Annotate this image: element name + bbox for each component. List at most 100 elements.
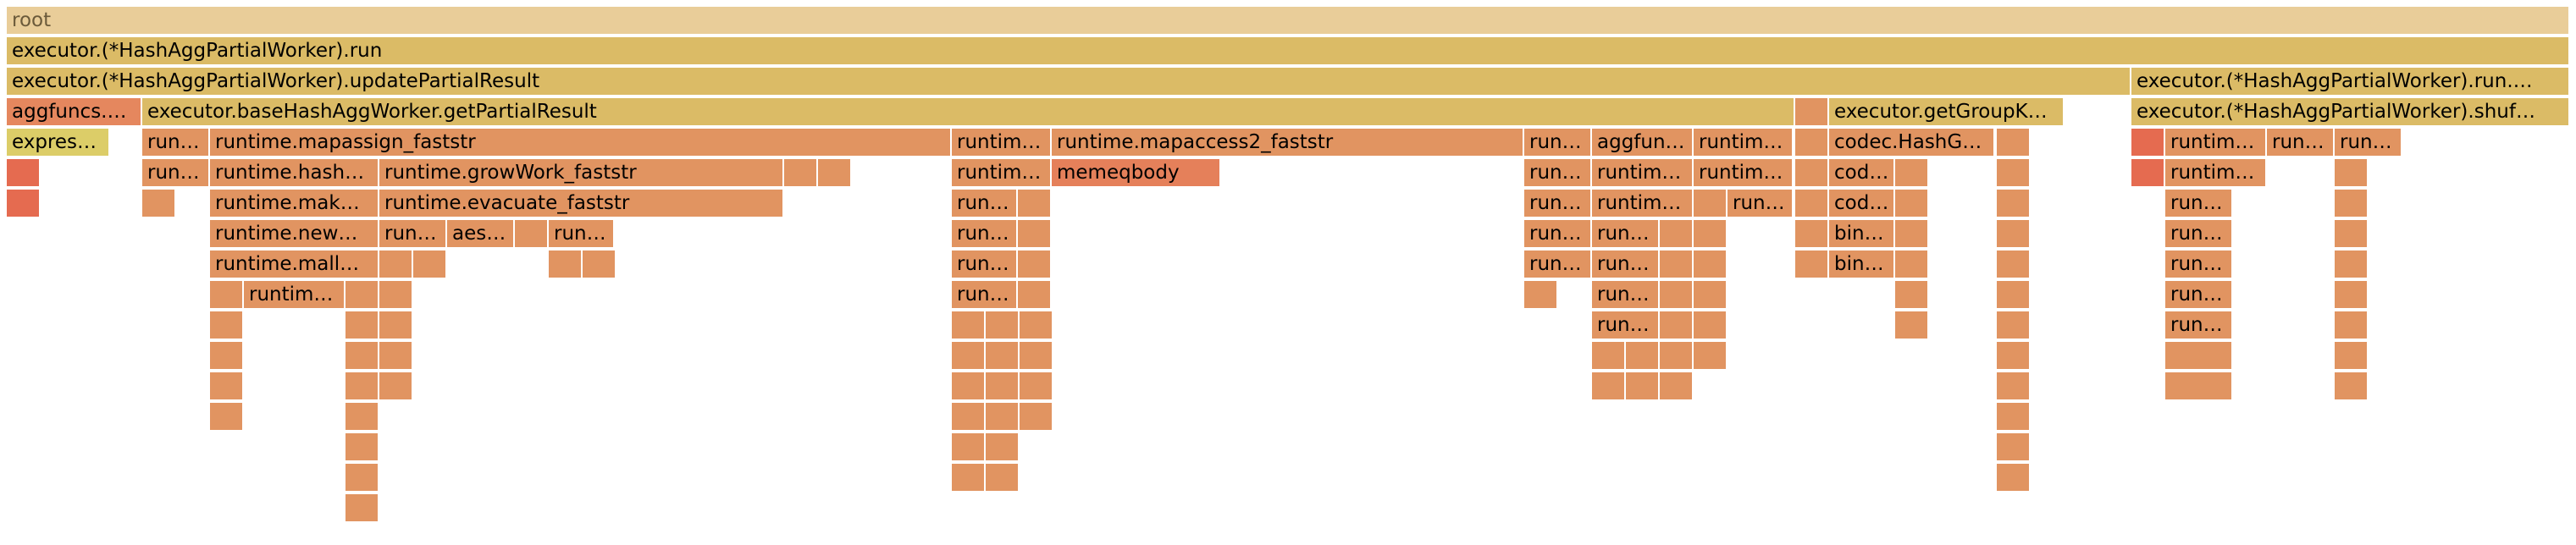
flame-frame[interactable] — [952, 464, 986, 493]
flame-frame[interactable]: run… — [142, 129, 210, 157]
flame-frame[interactable]: aes… — [447, 220, 515, 249]
flame-frame[interactable] — [986, 403, 1020, 432]
flame-frame[interactable]: run… — [1524, 220, 1592, 249]
flame-frame[interactable]: run… — [2165, 220, 2233, 249]
flame-frame[interactable] — [345, 311, 379, 340]
flame-frame[interactable]: run… — [1727, 190, 1794, 218]
flame-frame[interactable]: runtime.growWork_faststr — [379, 159, 784, 188]
flame-frame[interactable] — [1795, 159, 1829, 188]
flame-frame[interactable] — [379, 311, 413, 340]
flame-frame[interactable] — [1694, 190, 1727, 218]
flame-frame[interactable] — [2131, 159, 2165, 188]
flame-frame[interactable]: runtime.hash… — [210, 159, 379, 188]
flame-frame[interactable] — [1895, 281, 1929, 310]
flame-frame[interactable]: runtim… — [952, 129, 1052, 157]
flame-frame[interactable]: cod… — [1829, 190, 1895, 218]
flame-frame[interactable] — [1997, 220, 2031, 249]
flame-frame[interactable] — [2335, 159, 2369, 188]
flame-frame[interactable] — [2335, 342, 2369, 371]
flame-frame[interactable] — [1895, 190, 1929, 218]
flame-frame[interactable] — [1997, 190, 2031, 218]
flame-frame[interactable] — [1018, 281, 1052, 310]
flame-frame[interactable] — [1524, 281, 1558, 310]
flame-frame[interactable]: run… — [1524, 190, 1592, 218]
flame-frame[interactable]: runtime.evacuate_faststr — [379, 190, 784, 218]
flame-frame[interactable] — [1660, 281, 1694, 310]
flame-frame[interactable] — [142, 190, 176, 218]
flame-frame[interactable]: run… — [1592, 311, 1660, 340]
flame-frame[interactable] — [1660, 250, 1694, 279]
flame-frame[interactable] — [1592, 372, 1626, 401]
flame-frame[interactable] — [210, 311, 244, 340]
flame-frame[interactable] — [1020, 342, 1053, 371]
flame-frame[interactable]: runtim… — [1694, 159, 1794, 188]
flame-frame[interactable] — [515, 220, 549, 249]
flame-frame[interactable] — [784, 159, 818, 188]
flame-frame[interactable] — [1020, 372, 1053, 401]
flame-frame[interactable]: run… — [1524, 129, 1592, 157]
flame-frame[interactable] — [1018, 190, 1052, 218]
flame-frame[interactable] — [379, 372, 413, 401]
flame-frame[interactable]: run… — [2165, 190, 2233, 218]
flame-frame[interactable] — [2335, 190, 2369, 218]
flame-frame[interactable] — [1694, 220, 1727, 249]
flame-frame[interactable] — [2335, 311, 2369, 340]
flame-frame[interactable]: run… — [2267, 129, 2335, 157]
flame-frame[interactable]: cod… — [1829, 159, 1895, 188]
flame-frame[interactable] — [2335, 281, 2369, 310]
flame-frame[interactable]: runtime.new… — [210, 220, 379, 249]
flame-frame[interactable] — [952, 311, 986, 340]
flame-frame[interactable] — [2335, 220, 2369, 249]
flame-frame[interactable] — [986, 372, 1020, 401]
flame-frame[interactable] — [1997, 433, 2031, 462]
flame-frame[interactable] — [1795, 129, 1829, 157]
flame-frame[interactable] — [1795, 190, 1829, 218]
flame-frame[interactable] — [952, 372, 986, 401]
flame-frame[interactable] — [986, 342, 1020, 371]
flame-frame[interactable] — [210, 403, 244, 432]
flame-frame[interactable] — [952, 403, 986, 432]
flame-frame[interactable]: run… — [1592, 281, 1660, 310]
flame-frame[interactable]: runtim… — [1694, 129, 1794, 157]
flame-frame[interactable]: executor.baseHashAggWorker.getPartialRes… — [142, 98, 1795, 127]
flame-frame[interactable] — [1795, 250, 1829, 279]
flame-frame[interactable]: runtim… — [2165, 159, 2267, 188]
flame-frame[interactable]: aggfuncs.… — [7, 98, 142, 127]
flame-frame[interactable] — [1626, 342, 1660, 371]
flame-frame[interactable] — [1018, 250, 1052, 279]
flame-frame[interactable]: bin… — [1829, 250, 1895, 279]
flame-frame[interactable]: run… — [2165, 250, 2233, 279]
flame-frame[interactable]: executor.(*HashAggPartialWorker).shuf… — [2131, 98, 2570, 127]
flame-frame[interactable] — [345, 433, 379, 462]
flame-frame[interactable]: runtim… — [1592, 190, 1694, 218]
flame-frame[interactable]: runtim… — [2165, 129, 2267, 157]
flame-frame[interactable] — [1895, 311, 1929, 340]
flame-frame[interactable] — [1592, 342, 1626, 371]
flame-frame[interactable] — [345, 281, 379, 310]
flame-frame[interactable] — [379, 342, 413, 371]
flame-frame[interactable] — [2165, 372, 2233, 401]
flame-frame[interactable] — [210, 372, 244, 401]
flame-frame[interactable] — [549, 250, 583, 279]
flame-frame[interactable]: memeqbody — [1052, 159, 1221, 188]
flame-frame[interactable] — [952, 433, 986, 462]
flame-frame[interactable]: bin… — [1829, 220, 1895, 249]
flame-frame[interactable] — [1694, 342, 1727, 371]
flame-frame[interactable]: executor.(*HashAggPartialWorker).run — [7, 37, 2570, 66]
flame-frame[interactable]: runtim… — [952, 159, 1052, 188]
flame-frame[interactable]: run… — [2165, 311, 2233, 340]
flame-frame[interactable] — [7, 159, 41, 188]
flame-frame[interactable]: run… — [2335, 129, 2402, 157]
flame-frame[interactable]: run… — [142, 159, 210, 188]
flame-frame[interactable] — [2335, 250, 2369, 279]
flame-frame[interactable] — [379, 250, 413, 279]
flame-frame[interactable] — [1997, 464, 2031, 493]
flame-frame[interactable]: runtim… — [1592, 159, 1694, 188]
flame-frame[interactable]: run… — [952, 190, 1018, 218]
flame-frame[interactable] — [345, 494, 379, 523]
flame-frame[interactable]: runtime.mapaccess2_faststr — [1052, 129, 1524, 157]
flame-frame[interactable]: run… — [1524, 250, 1592, 279]
flame-frame[interactable]: run… — [549, 220, 615, 249]
flame-frame[interactable] — [1660, 311, 1694, 340]
flame-frame[interactable] — [986, 311, 1020, 340]
